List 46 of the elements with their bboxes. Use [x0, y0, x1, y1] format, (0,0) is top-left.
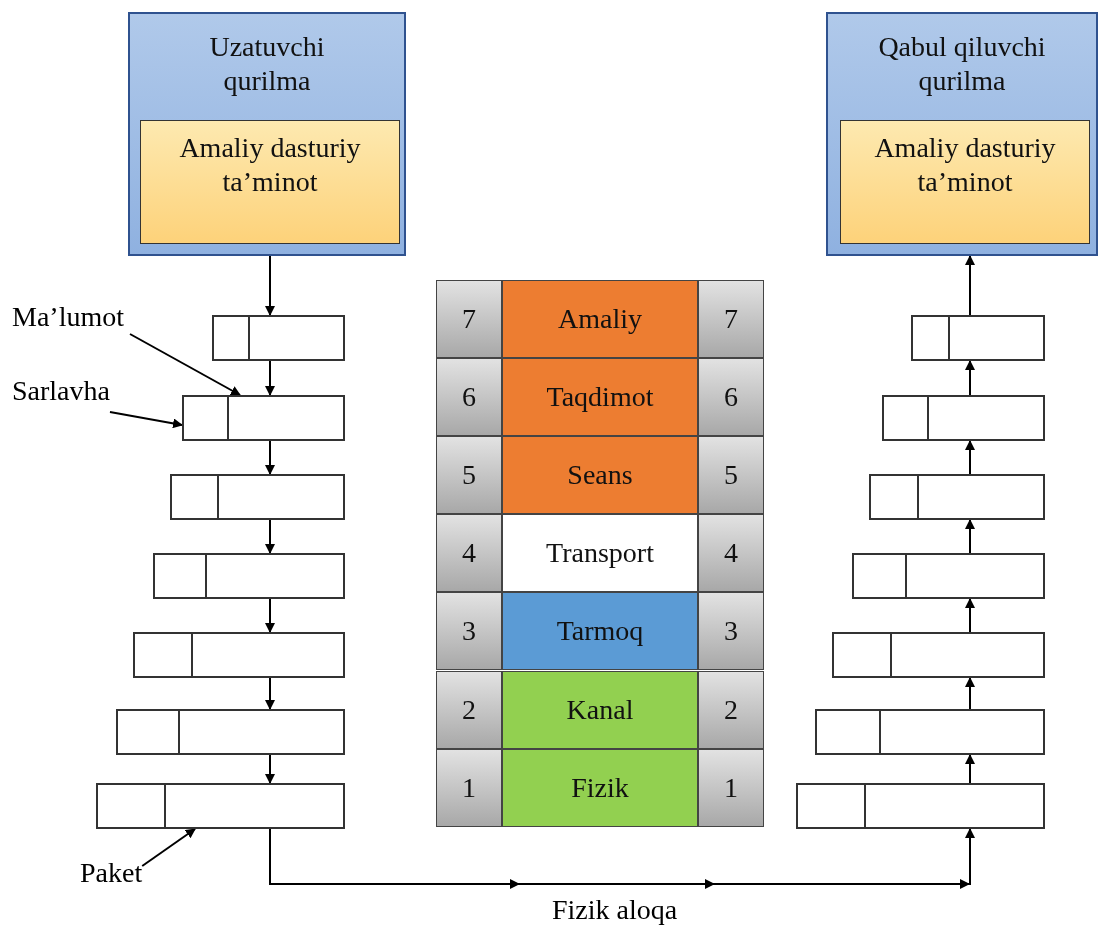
device-box	[128, 12, 406, 256]
packet-box	[882, 395, 1045, 441]
software-label: Amaliy dasturiy ta’minot	[178, 131, 362, 199]
packet-box	[153, 553, 345, 599]
layer-number: 6	[436, 358, 502, 437]
packet-box	[170, 474, 345, 520]
layer-name: Seans	[502, 436, 698, 515]
callout-label: Sarlavha	[12, 374, 110, 408]
layer-number: 4	[698, 514, 764, 593]
layer-number: 3	[698, 592, 764, 671]
packet-box	[182, 395, 345, 441]
software-box	[140, 120, 400, 244]
packet-box	[869, 474, 1045, 520]
layer-number: 7	[436, 280, 502, 359]
layer-name: Fizik	[502, 748, 698, 827]
callout-label: Paket	[80, 856, 143, 890]
layer-number: 1	[698, 748, 764, 827]
packet-box	[852, 553, 1045, 599]
packet-box	[815, 709, 1045, 755]
device-label: Uzatuvchi qurilma	[208, 30, 326, 98]
packet-box	[212, 315, 345, 361]
layer-name: Taqdimot	[502, 358, 698, 437]
software-box	[840, 120, 1090, 244]
layer-number: 6	[698, 358, 764, 437]
layer-name: Amaliy	[502, 280, 698, 359]
packet-box	[116, 709, 345, 755]
layer-number: 2	[698, 670, 764, 749]
layer-number: 3	[436, 592, 502, 671]
packet-box	[133, 632, 345, 678]
callout-label: Ma’lumot	[12, 300, 124, 334]
layer-number: 1	[436, 748, 502, 827]
layer-name: Transport	[502, 514, 698, 593]
device-label: Qabul qiluvchi qurilma	[877, 30, 1047, 98]
layer-number: 4	[436, 514, 502, 593]
layer-number: 5	[436, 436, 502, 515]
packet-box	[796, 783, 1045, 829]
software-label: Amaliy dasturiy ta’minot	[873, 131, 1057, 199]
layer-name: Tarmoq	[502, 592, 698, 671]
packet-box	[911, 315, 1045, 361]
layer-number: 7	[698, 280, 764, 359]
layer-name: Kanal	[502, 670, 698, 749]
packet-box	[832, 632, 1045, 678]
layer-number: 5	[698, 436, 764, 515]
layer-number: 2	[436, 670, 502, 749]
packet-box	[96, 783, 345, 829]
device-box	[826, 12, 1098, 256]
